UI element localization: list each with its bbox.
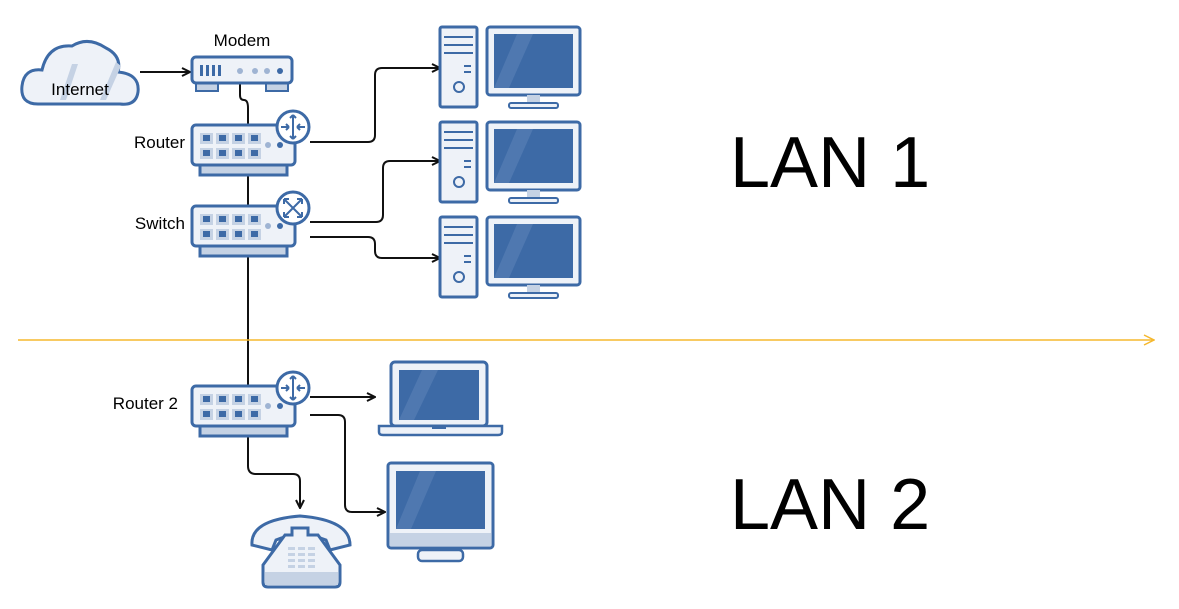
switch-label: Switch bbox=[135, 214, 185, 233]
link-router2-desktop bbox=[310, 414, 385, 512]
lan2-label: LAN 2 bbox=[730, 465, 930, 545]
router2-label: Router 2 bbox=[113, 394, 178, 413]
link-switch-pc3 bbox=[310, 236, 440, 258]
router-label: Router bbox=[134, 133, 185, 152]
internet-label: Internet bbox=[51, 80, 109, 99]
desktop-pc-icon bbox=[438, 120, 582, 205]
link-modem-router bbox=[239, 73, 248, 145]
link-router-pc1 bbox=[310, 68, 440, 143]
modem-label: Modem bbox=[214, 31, 271, 50]
switch-icon bbox=[192, 190, 311, 256]
internet-cloud-icon bbox=[20, 40, 140, 106]
modem-icon bbox=[190, 55, 294, 92]
router-icon bbox=[192, 109, 311, 175]
desktop-pc-icon bbox=[438, 25, 582, 110]
laptop-icon bbox=[377, 360, 504, 437]
link-switch-pc2 bbox=[310, 161, 440, 223]
link-router2-phone bbox=[247, 436, 300, 508]
telephone-icon bbox=[250, 514, 352, 589]
desktop-pc-icon bbox=[438, 215, 582, 300]
monitor-icon bbox=[386, 461, 495, 563]
lan1-label: LAN 1 bbox=[730, 123, 930, 203]
router2-icon bbox=[192, 370, 311, 436]
